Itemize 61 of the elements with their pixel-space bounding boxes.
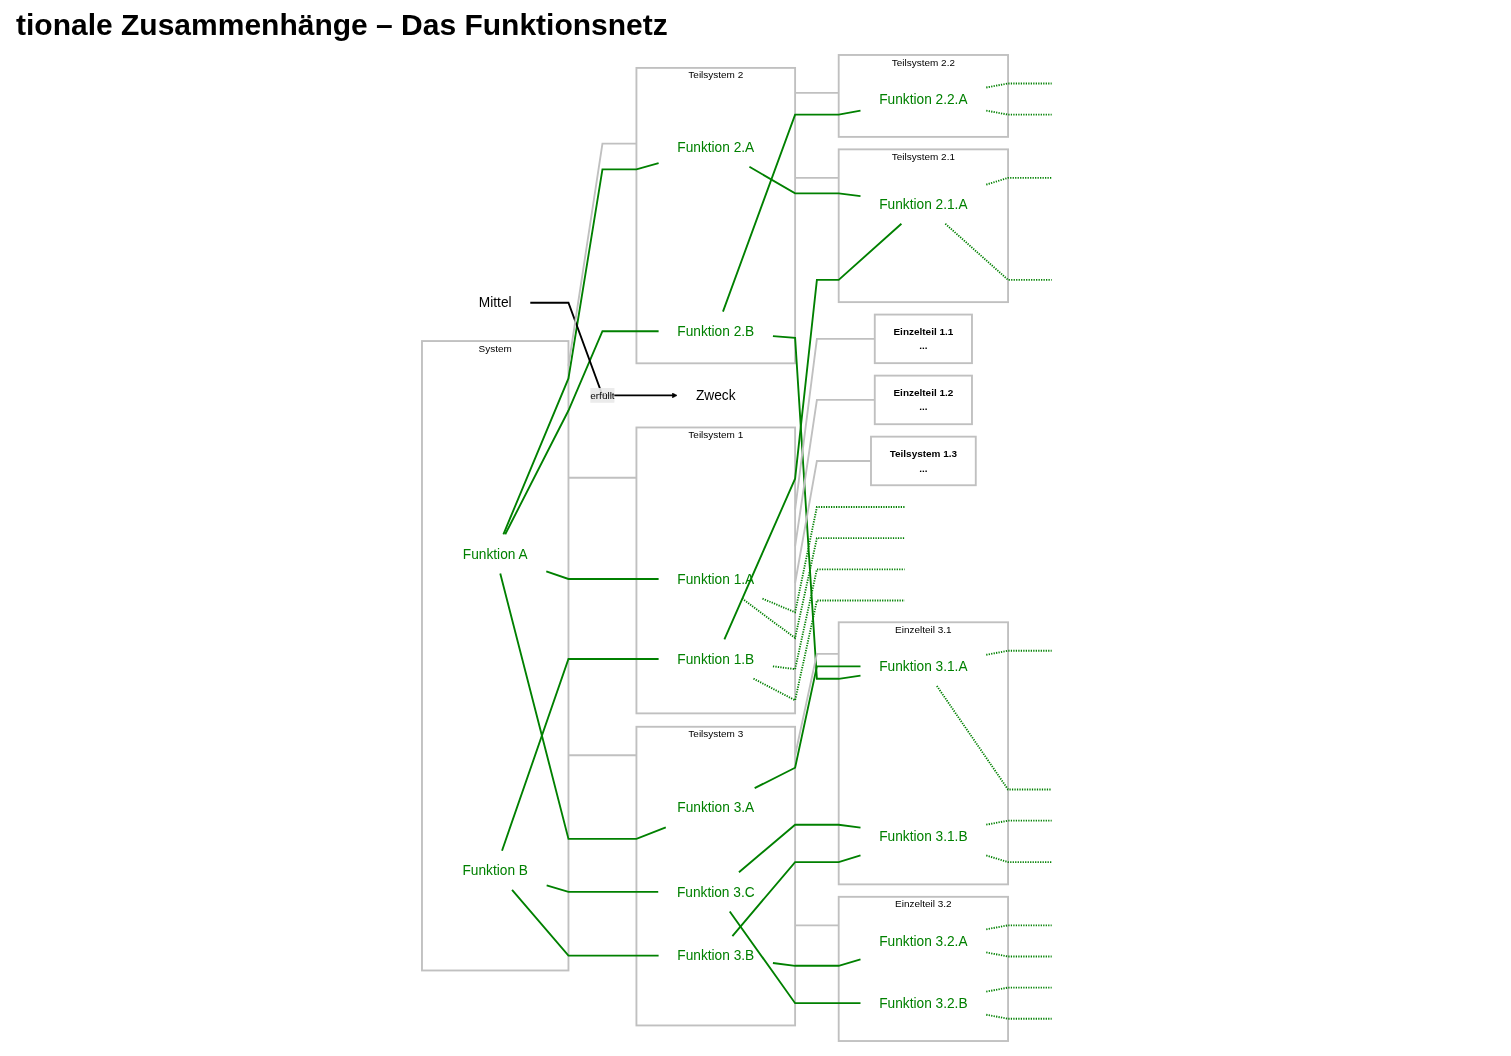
connector [944, 222, 1053, 281]
connector [501, 658, 660, 852]
edge-label: erfüllt [590, 389, 615, 401]
connector [794, 91, 840, 94]
connector [761, 506, 906, 614]
connector [567, 476, 638, 479]
node-text: Funktion 2.1.A [879, 196, 968, 212]
connector [772, 568, 906, 671]
node-text: Funktion 2.A [677, 139, 755, 155]
connector [748, 165, 862, 198]
connector [723, 222, 903, 641]
connector [722, 109, 862, 313]
node-text: Funktion 3.C [676, 884, 755, 900]
connector [567, 142, 638, 367]
connector [985, 649, 1053, 656]
node-text: Funktion 3.B [677, 947, 755, 964]
connector [753, 665, 862, 790]
connector [985, 854, 1053, 864]
node-text: Funktion B [462, 862, 528, 879]
node-text: Funktion 2.B [677, 323, 755, 340]
connector [545, 570, 660, 580]
connector [752, 599, 906, 702]
connector [504, 330, 660, 536]
node-box: Einzelteil 1.2 ... [873, 374, 973, 426]
node-text: Funktion 1.B [677, 651, 755, 667]
connector [738, 823, 862, 874]
node-text: Funktion 3.2.B [879, 995, 968, 1011]
connector [935, 685, 1053, 791]
node-text: Funktion 3.1.A [879, 658, 968, 675]
connector [772, 958, 862, 967]
node-text: Funktion 2.2.A [879, 91, 968, 107]
connector [567, 754, 638, 757]
node-text: Funktion 3.1.B [879, 828, 968, 845]
connector [794, 176, 840, 179]
connector [499, 572, 667, 840]
connector [741, 537, 906, 640]
connector [794, 652, 840, 757]
node-text: Zweck [695, 387, 736, 404]
connector [794, 924, 840, 927]
connector [985, 986, 1053, 993]
connector [985, 1013, 1053, 1020]
connector [985, 924, 1053, 931]
connector [985, 176, 1053, 186]
connector [731, 854, 862, 937]
node-text: Funktion 3.A [677, 799, 755, 816]
connector [511, 889, 660, 957]
connector [545, 884, 660, 893]
arrow [529, 301, 678, 399]
connector [985, 951, 1053, 958]
node-box: Einzelteil 1.1 ... [873, 313, 973, 365]
connector [985, 109, 1053, 116]
node-text: Funktion 3.2.A [879, 933, 968, 949]
node-text: Funktion A [462, 546, 528, 562]
diagram-title: tionale Zusammenhänge – Das Funktionsnetz [16, 8, 669, 42]
connector [985, 819, 1053, 826]
node-text: Mittel [478, 294, 512, 311]
connector [502, 162, 660, 536]
connector [728, 910, 862, 1005]
connector [985, 82, 1053, 89]
connector [772, 335, 862, 680]
node-box: Teilsystem 1.3 ... [870, 435, 977, 487]
